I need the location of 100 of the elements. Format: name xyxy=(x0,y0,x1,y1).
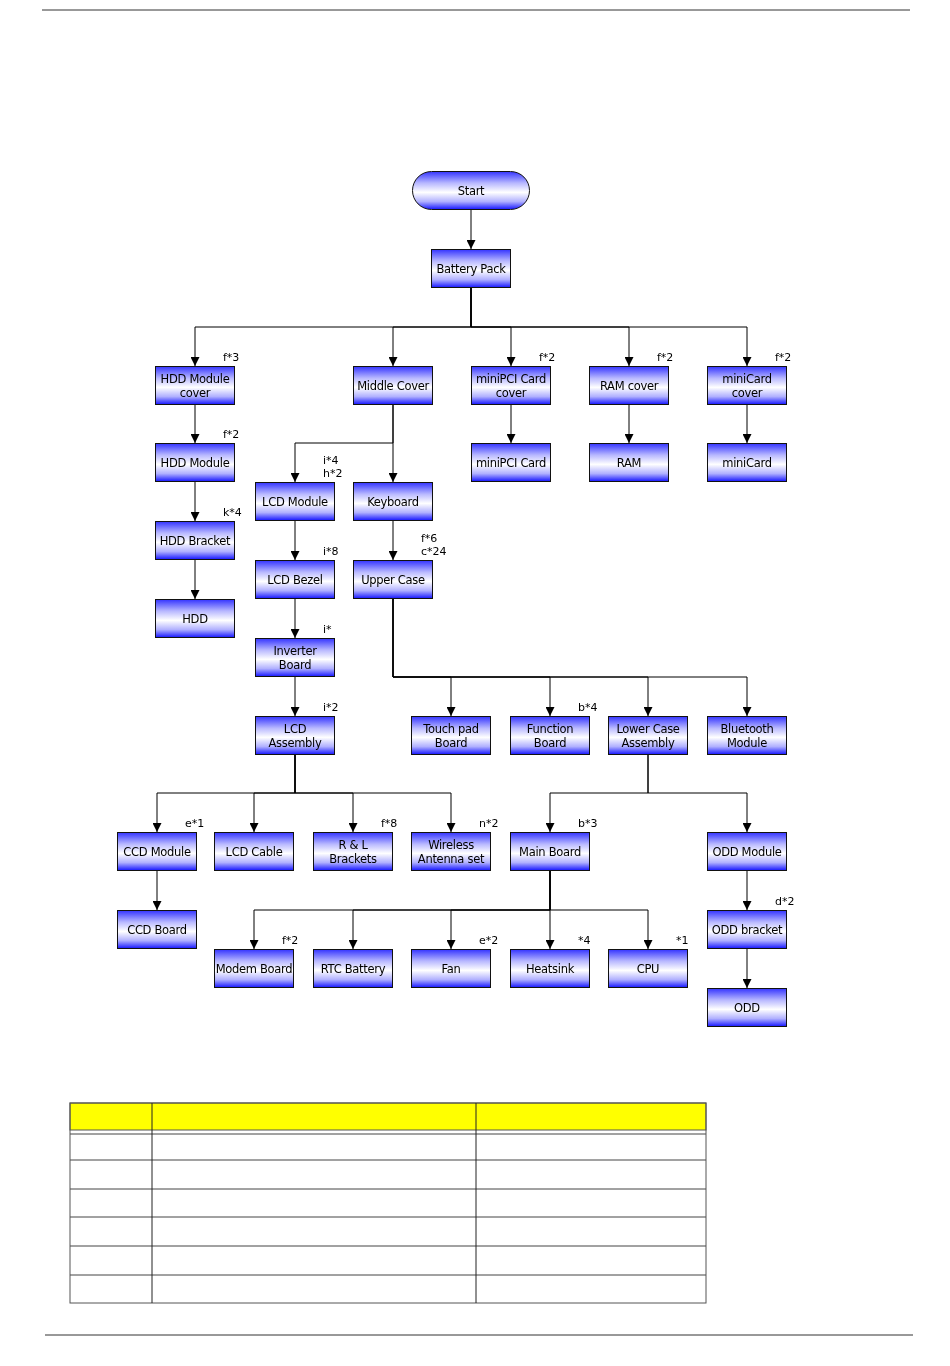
box-label: LCD Bezel xyxy=(267,572,323,587)
process-box xyxy=(411,716,491,755)
screw-label: i*8 xyxy=(323,545,339,558)
screw-label: f*8 xyxy=(381,817,398,830)
box-label: Battery Pack xyxy=(436,261,506,276)
box-label: miniCard cover xyxy=(721,371,773,400)
screw-label: c*24 xyxy=(421,545,447,558)
screw-label: *1 xyxy=(676,934,689,947)
box-label: LCD Cable xyxy=(225,844,283,859)
arrow xyxy=(290,598,300,639)
process-box xyxy=(510,949,590,988)
box-label: Touch pad Board xyxy=(422,721,480,750)
arrow xyxy=(742,948,752,989)
process-box xyxy=(431,249,511,288)
screw-label: f*2 xyxy=(775,351,792,364)
box-label: RAM cover xyxy=(599,378,659,393)
box-label: R & L Brackets xyxy=(328,837,378,866)
screw-label: b*4 xyxy=(578,701,598,714)
box-label: ODD xyxy=(734,1000,760,1015)
arrow xyxy=(647,754,752,833)
screw-label: i* xyxy=(323,623,332,636)
arrow xyxy=(392,598,752,717)
process-box xyxy=(707,443,787,482)
process-box xyxy=(589,443,669,482)
box-label: Main Board xyxy=(519,844,581,859)
process-box xyxy=(707,910,787,949)
arrow xyxy=(506,404,516,444)
screw-label: b*3 xyxy=(578,817,598,830)
arrow xyxy=(190,481,200,522)
arrow xyxy=(624,404,634,444)
box-label: HDD Bracket xyxy=(159,533,231,548)
box-label: RAM xyxy=(616,455,642,470)
process-box xyxy=(589,366,669,405)
box-label: HDD Module xyxy=(160,455,230,470)
process-box xyxy=(510,832,590,871)
process-box xyxy=(707,366,787,405)
arrow xyxy=(388,520,398,561)
box-label: Start xyxy=(457,183,485,198)
box-label: Modem Board xyxy=(215,961,293,976)
box-label: miniPCI Card xyxy=(475,455,547,470)
box-label: Heatsink xyxy=(526,961,574,976)
box-label: Lower Case Assembly xyxy=(615,721,681,750)
box-label: CCD Module xyxy=(123,844,191,859)
process-box xyxy=(510,716,590,755)
box-label: Wireless Antenna set xyxy=(416,837,486,866)
screw-label: n*2 xyxy=(479,817,499,830)
box-label: ODD bracket xyxy=(711,922,783,937)
screw-label: h*2 xyxy=(323,467,343,480)
screw-label: i*4 xyxy=(323,454,339,467)
process-box xyxy=(608,716,688,755)
screw-label: k*4 xyxy=(223,506,242,519)
process-box xyxy=(155,599,235,638)
arrow xyxy=(190,559,200,600)
box-label: Fan xyxy=(441,961,461,976)
screw-label: f*2 xyxy=(539,351,556,364)
process-box xyxy=(255,638,335,677)
process-box xyxy=(353,482,433,521)
box-label: Function Board xyxy=(525,721,575,750)
arrow xyxy=(549,870,653,950)
screw-label: f*2 xyxy=(657,351,674,364)
box-label: CPU xyxy=(636,961,660,976)
process-box xyxy=(117,832,197,871)
process-box xyxy=(353,560,433,599)
screw-label: e*1 xyxy=(185,817,205,830)
process-box xyxy=(117,910,197,949)
process-box xyxy=(255,560,335,599)
arrow xyxy=(290,676,300,717)
screw-label: f*2 xyxy=(282,934,299,947)
process-box xyxy=(214,832,294,871)
box-label: Middle Cover xyxy=(357,378,429,393)
process-box xyxy=(313,832,393,871)
box-label: LCD Assembly xyxy=(267,721,323,750)
arrow xyxy=(388,404,398,483)
arrow xyxy=(294,754,456,833)
screw-label: f*6 xyxy=(421,532,438,545)
box-label: HDD Module cover xyxy=(159,371,231,400)
arrow xyxy=(742,870,752,911)
arrow xyxy=(466,209,476,250)
process-box xyxy=(313,949,393,988)
process-box xyxy=(255,482,335,521)
process-box xyxy=(707,716,787,755)
process-box xyxy=(411,949,491,988)
box-label: miniPCI Card cover xyxy=(474,371,548,400)
process-box xyxy=(155,521,235,560)
process-box xyxy=(255,716,335,755)
screw-label: f*3 xyxy=(223,351,240,364)
process-box xyxy=(471,443,551,482)
process-box xyxy=(707,988,787,1027)
box-label: Inverter Board xyxy=(272,643,318,672)
box-label: LCD Module xyxy=(262,494,328,509)
arrow xyxy=(290,520,300,561)
box-label: Upper Case xyxy=(361,572,425,587)
process-box xyxy=(707,832,787,871)
screw-label: d*2 xyxy=(775,895,795,908)
box-label: Keyboard xyxy=(367,494,419,509)
box-label: RTC Battery xyxy=(320,961,386,976)
process-box xyxy=(214,949,294,988)
box-label: Bluetooth Module xyxy=(719,721,775,750)
box-label: ODD Module xyxy=(712,844,782,859)
screw-label: e*2 xyxy=(479,934,499,947)
